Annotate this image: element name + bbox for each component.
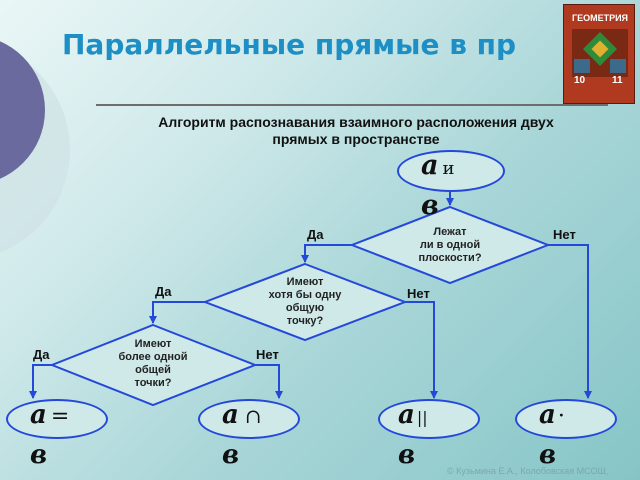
- q2-yes-label: Да: [155, 284, 172, 299]
- book-cover-art: [572, 29, 628, 77]
- book-title: ГЕОМЕТРИЯ: [571, 13, 629, 23]
- q2-line-3: общую: [285, 302, 325, 314]
- arrow-q2-no: [405, 301, 438, 399]
- q1-line-1: Лежат: [433, 226, 467, 238]
- start-node: [397, 150, 505, 192]
- result-intersect: [198, 399, 300, 439]
- copyright-text: © Кузьмина Е.А., Колобовская МСОШ,: [447, 466, 609, 476]
- q3-line-3: общей: [135, 364, 171, 376]
- result-intersect-b: в: [222, 440, 240, 470]
- decision-q2: [202, 262, 408, 342]
- q1-yes-label: Да: [307, 227, 324, 242]
- q2-line-4: точку?: [286, 315, 324, 327]
- q2-text: Имеют хотя бы одну общую точку?: [250, 276, 360, 328]
- result-skew-b: в: [539, 440, 557, 470]
- arrow-q3-no: [255, 364, 283, 399]
- q2-line-1: Имеют: [286, 276, 324, 288]
- result-skew-rel: ·: [557, 404, 565, 429]
- arrow-q2-yes: [149, 301, 205, 324]
- start-a: a: [421, 150, 439, 181]
- result-parallel-a: a: [398, 400, 415, 430]
- q1-line-2: ли в одной: [419, 239, 481, 251]
- result-parallel-rel: ||: [416, 408, 428, 427]
- arrow-q1-yes: [301, 244, 352, 263]
- q3-line-4: точки?: [134, 377, 172, 389]
- decision-q1: [349, 205, 551, 285]
- q3-no-label: Нет: [256, 347, 279, 362]
- q3-line-1: Имеют: [134, 338, 172, 350]
- result-intersect-a: a: [222, 400, 239, 430]
- q2-line-2: хотя бы одну: [268, 289, 342, 301]
- result-intersect-rel: ∩: [244, 404, 262, 428]
- subtitle-line-1: Алгоритм распознавания взаимного располо…: [158, 114, 554, 130]
- arrow-q3-yes: [29, 364, 52, 399]
- result-equal-rel: =: [50, 404, 70, 429]
- q3-text: Имеют более одной общей точки?: [98, 338, 208, 390]
- result-parallel-top: a||: [398, 402, 428, 428]
- slide-subtitle: Алгоритм распознавания взаимного располо…: [86, 114, 626, 148]
- result-parallel-b: в: [398, 440, 416, 470]
- result-skew-top: a·: [539, 402, 565, 428]
- start-b: в: [421, 190, 439, 221]
- start-rel: и: [442, 158, 455, 179]
- book-grade-right: 11: [612, 75, 623, 86]
- q1-no-label: Нет: [553, 227, 576, 242]
- q3-line-2: более одной: [118, 351, 188, 363]
- decision-q3: [49, 323, 258, 407]
- subtitle-line-2: прямых в пространстве: [272, 131, 440, 147]
- result-parallel: [378, 399, 480, 439]
- result-skew-a: a: [539, 400, 556, 430]
- slide-title: Параллельные прямые в пр: [62, 28, 517, 61]
- result-intersect-top: a∩: [222, 402, 262, 428]
- result-equal-b: в: [30, 440, 48, 470]
- arrow-q1-no: [548, 244, 592, 399]
- q2-no-label: Нет: [407, 286, 430, 301]
- result-equal-top: a=: [30, 402, 69, 428]
- textbook-cover: ГЕОМЕТРИЯ 10 11: [563, 4, 635, 104]
- q3-yes-label: Да: [33, 347, 50, 362]
- divider-line: [96, 104, 608, 106]
- q1-text: Лежат ли в одной плоскости?: [395, 226, 505, 265]
- result-equal-a: a: [30, 400, 47, 430]
- q1-line-3: плоскости?: [418, 252, 482, 264]
- result-skew: [515, 399, 617, 439]
- result-equal: [6, 399, 108, 439]
- book-grade-left: 10: [574, 75, 586, 86]
